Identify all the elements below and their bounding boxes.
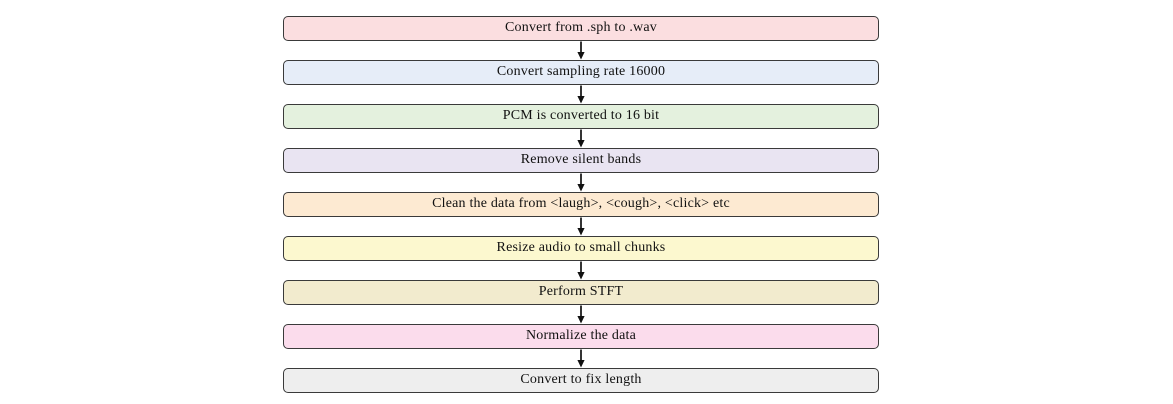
flow-step-8: Normalize the data (283, 324, 879, 349)
flow-step-label: Clean the data from <laugh>, <cough>, <c… (432, 196, 730, 211)
flow-step-label: Normalize the data (525, 328, 637, 343)
flow-step-label: Remove silent bands (520, 152, 642, 167)
flow-step-label: Perform STFT (538, 284, 624, 299)
flow-step-label: Resize audio to small chunks (496, 240, 666, 255)
flow-step-9: Convert to fix length (283, 368, 879, 393)
flow-step-4: Remove silent bands (283, 148, 879, 173)
flow-step-7: Perform STFT (283, 280, 879, 305)
flow-step-6: Resize audio to small chunks (283, 236, 879, 261)
flow-step-5: Clean the data from <laugh>, <cough>, <c… (283, 192, 879, 217)
down-arrow-icon (577, 41, 585, 60)
down-arrow-icon (577, 305, 585, 324)
flow-step-label: Convert sampling rate 16000 (496, 64, 666, 79)
down-arrow-icon (577, 129, 585, 148)
down-arrow-icon (577, 173, 585, 192)
flow-step-label: Convert to fix length (520, 372, 642, 387)
flowchart: Convert from .sph to .wav Convert sampli… (283, 16, 879, 393)
down-arrow-icon (577, 217, 585, 236)
flow-step-2: Convert sampling rate 16000 (283, 60, 879, 85)
down-arrow-icon (577, 261, 585, 280)
flow-step-label: Convert from .sph to .wav (505, 20, 657, 35)
flow-step-3: PCM is converted to 16 bit (283, 104, 879, 129)
flow-step-1: Convert from .sph to .wav (283, 16, 879, 41)
down-arrow-icon (577, 349, 585, 368)
down-arrow-icon (577, 85, 585, 104)
flow-step-label: PCM is converted to 16 bit (502, 108, 660, 123)
